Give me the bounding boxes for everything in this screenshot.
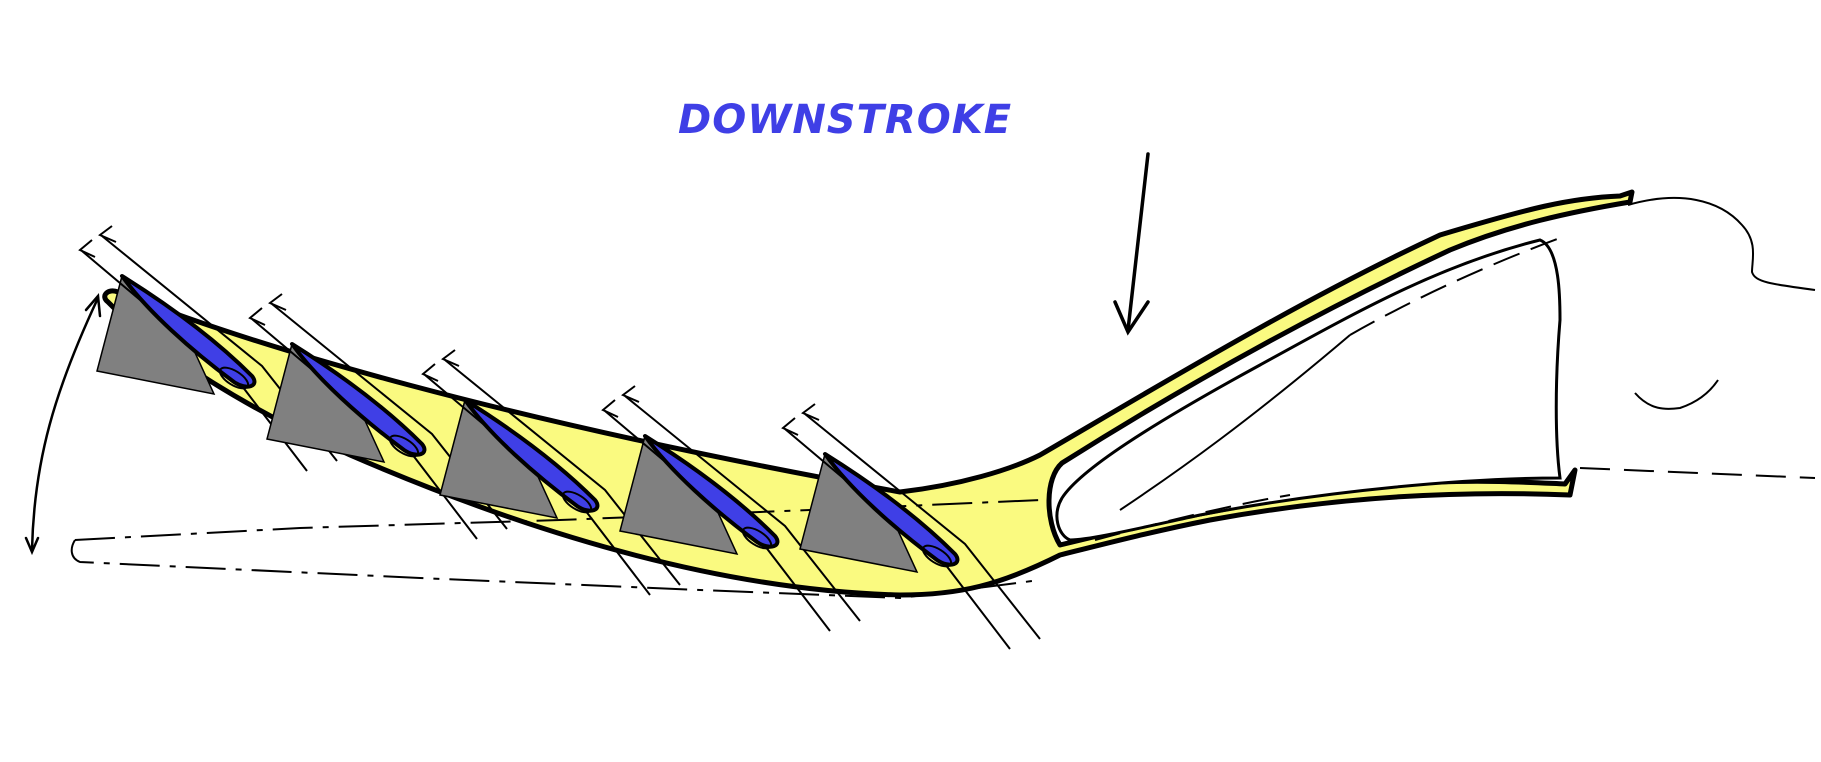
airflow-arrowhead-lower-4 [601,399,619,418]
feather-2 [290,342,427,457]
airflow-arrowhead-upper-4 [621,385,640,403]
feather-slot-4 [741,526,773,550]
feather-slot-3 [561,490,593,514]
airflow-arrowhead-upper-3 [441,349,460,367]
trailing-edge-dashed [1094,494,1291,541]
leading-edge-line [1119,334,1351,511]
feather-slot-5 [921,544,953,568]
airflow-arrowhead-lower-5 [781,417,799,436]
feather-slot-1 [218,366,250,390]
airflow-line-upper-3 [444,359,681,586]
primary-feathers [78,225,1041,650]
feather-3 [463,398,600,513]
airflow-arrowhead-lower-1 [78,239,96,258]
feather-4 [643,434,780,549]
airflow-line-upper-5 [804,413,1041,640]
feather-slot-2 [388,434,420,458]
airflow-arrowhead-upper-5 [801,403,820,421]
rest-position-outline [70,499,1041,600]
feather-1 [120,274,257,389]
airflow-arrowhead-lower-3 [421,363,439,382]
motion-arc-arrow [24,292,102,556]
body-underside-dashed [1579,467,1816,479]
feather-5 [823,452,960,567]
airflow-line-upper-4 [624,395,861,622]
body-outline [1627,196,1816,410]
diagram-title: DOWNSTROKE [678,97,1013,143]
airflow-arrowhead-lower-2 [248,307,266,326]
airflow-arrowhead-upper-2 [268,293,287,311]
leading-edge-dashed [1349,237,1561,336]
downstroke-arrow [1113,152,1150,336]
airflow-arrowhead-upper-1 [98,225,117,243]
